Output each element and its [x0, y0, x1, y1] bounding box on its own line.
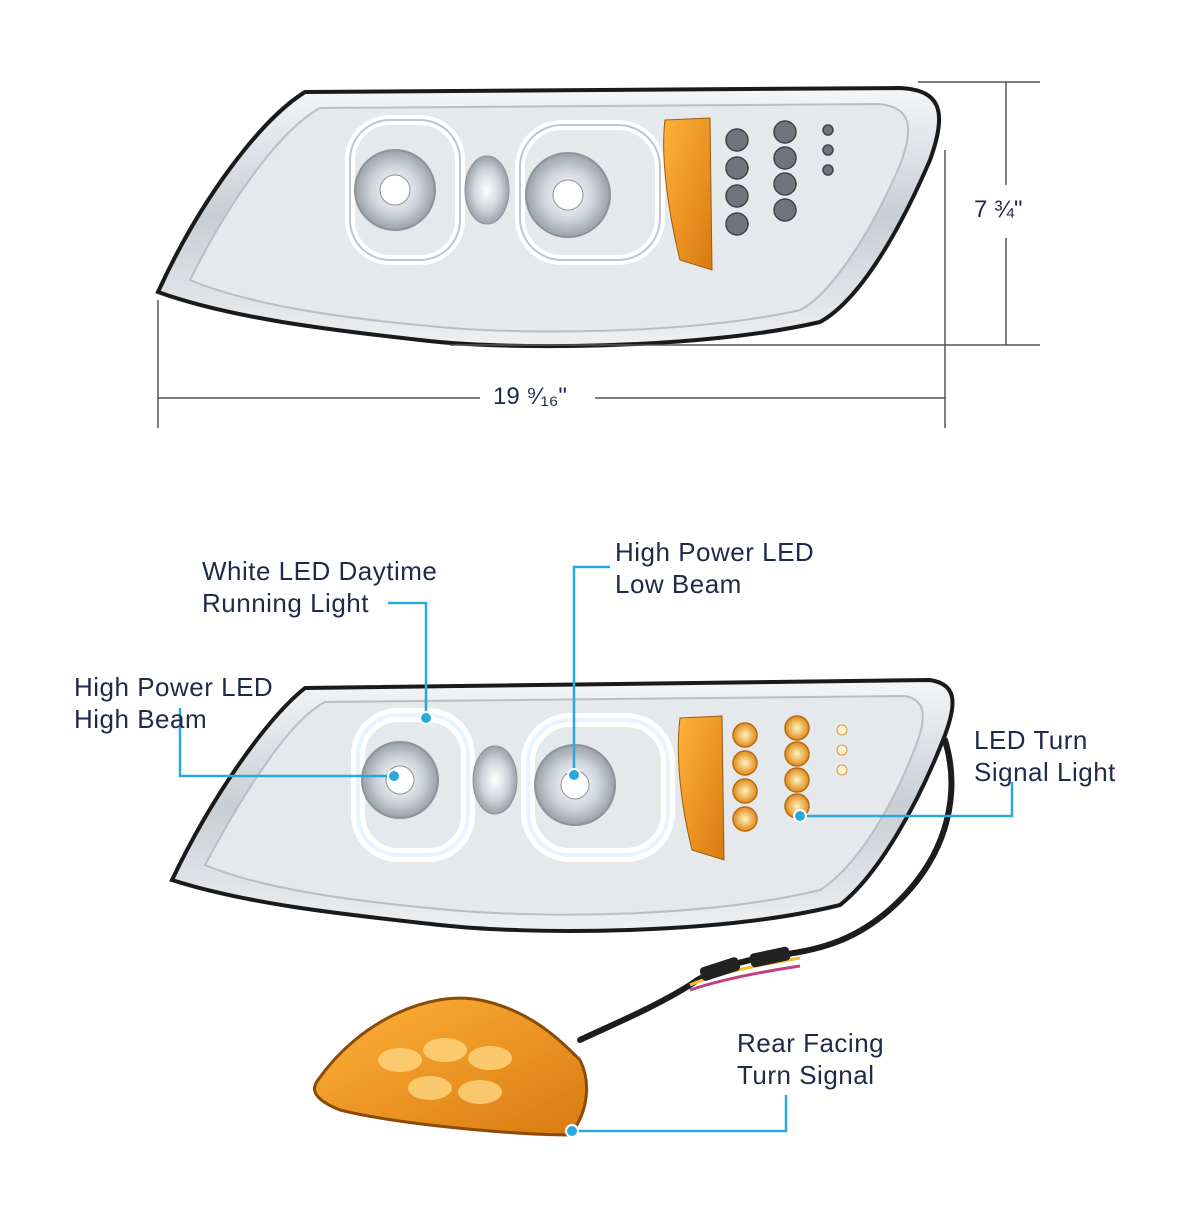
callout-turn-signal-line1: LED Turn: [974, 725, 1088, 755]
callout-dots: [387, 711, 807, 1138]
height-dimension-label: 7 ¾": [966, 196, 1031, 224]
callout-leaders: [178, 565, 1014, 1133]
callout-rear-turn-line1: Rear Facing: [737, 1028, 885, 1058]
callout-high-beam: High Power LED High Beam: [74, 671, 273, 735]
rear-turn-signal: [313, 996, 589, 1137]
callout-drl-line2: Running Light: [202, 588, 369, 618]
dimension-lines: [157, 81, 1040, 428]
callout-rear-turn: Rear Facing Turn Signal: [737, 1027, 884, 1091]
callout-drl-line1: White LED Daytime: [202, 556, 438, 586]
width-dimension-label: 19 ⁹⁄₁₆": [485, 383, 575, 411]
callout-low-beam-line2: Low Beam: [615, 569, 742, 599]
bottom-headlight: [169, 677, 955, 1043]
callout-turn-signal: LED Turn Signal Light: [974, 724, 1116, 788]
top-headlight: [155, 85, 942, 349]
callout-high-beam-line1: High Power LED: [74, 672, 274, 702]
callout-low-beam: High Power LED Low Beam: [615, 536, 814, 600]
callout-high-beam-line2: High Beam: [74, 704, 208, 734]
callout-low-beam-line1: High Power LED: [615, 537, 815, 567]
callout-drl: White LED Daytime Running Light: [202, 555, 437, 619]
callout-turn-signal-line2: Signal Light: [974, 757, 1116, 787]
callout-rear-turn-line2: Turn Signal: [737, 1060, 875, 1090]
